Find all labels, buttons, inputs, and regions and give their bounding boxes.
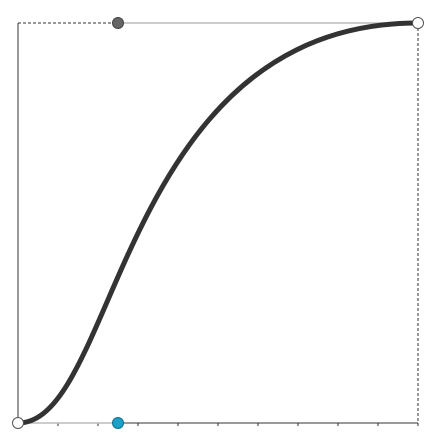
control-point-p1-handle[interactable] — [112, 417, 124, 429]
easing-curve — [15, 20, 421, 426]
start-endpoint-icon — [12, 417, 24, 429]
control-point-p2-handle[interactable] — [112, 17, 124, 29]
end-endpoint-icon — [412, 17, 424, 29]
